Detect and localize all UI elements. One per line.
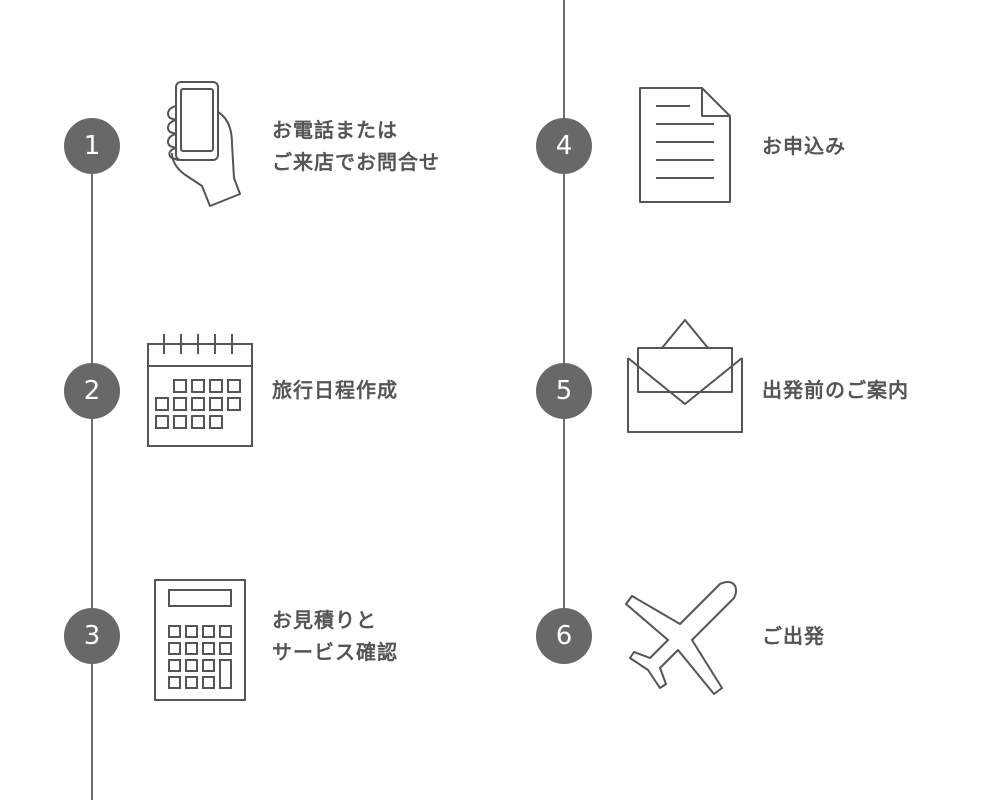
step-4-number: 4: [536, 118, 592, 174]
document-icon: [639, 87, 731, 203]
timeline-line-right: [563, 0, 565, 636]
airplane-icon: [625, 580, 738, 695]
envelope-icon: [627, 319, 743, 433]
step-3-label: お見積りと サービス確認: [272, 608, 398, 664]
step-5-number: 5: [536, 363, 592, 419]
step-3-number: 3: [64, 608, 120, 664]
smartphone-hand-icon: [167, 81, 241, 207]
step-2-label: 旅行日程作成: [272, 378, 398, 402]
calendar-icon: [147, 334, 253, 447]
calculator-icon: [154, 579, 246, 701]
step-6-label: ご出発: [762, 624, 825, 648]
step-5-label: 出発前のご案内: [762, 378, 909, 402]
timeline-line-left: [91, 146, 93, 800]
step-1-label: お電話または ご来店でお問合せ: [272, 118, 440, 174]
step-2-number: 2: [64, 363, 120, 419]
step-6-number: 6: [536, 608, 592, 664]
step-4-label: お申込み: [762, 134, 846, 158]
step-1-number: 1: [64, 118, 120, 174]
